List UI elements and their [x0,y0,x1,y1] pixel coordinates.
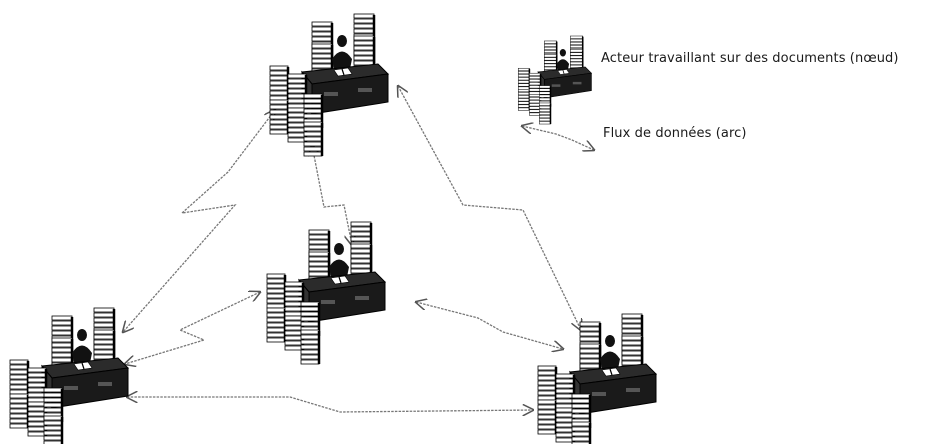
node-bottom-left-actor-icon [10,308,128,444]
node-top-actor-icon [270,14,388,156]
legend-node-icon [518,36,591,124]
arc-center-bottom-left [125,292,260,364]
arc-bottom-left-bottom-right [127,397,533,412]
node-center-actor-icon [267,222,385,364]
legend-arc-icon [522,126,594,150]
legend [518,36,594,150]
node-bottom-right-actor-icon [538,314,656,444]
legend-node-label: Acteur travaillant sur des documents (nœ… [601,51,899,66]
arc-top-bottom-right [398,86,581,330]
arc-top-bottom-left [123,110,275,332]
legend-arc-label: Flux de données (arc) [603,126,747,141]
arc-center-bottom-right [416,302,563,349]
